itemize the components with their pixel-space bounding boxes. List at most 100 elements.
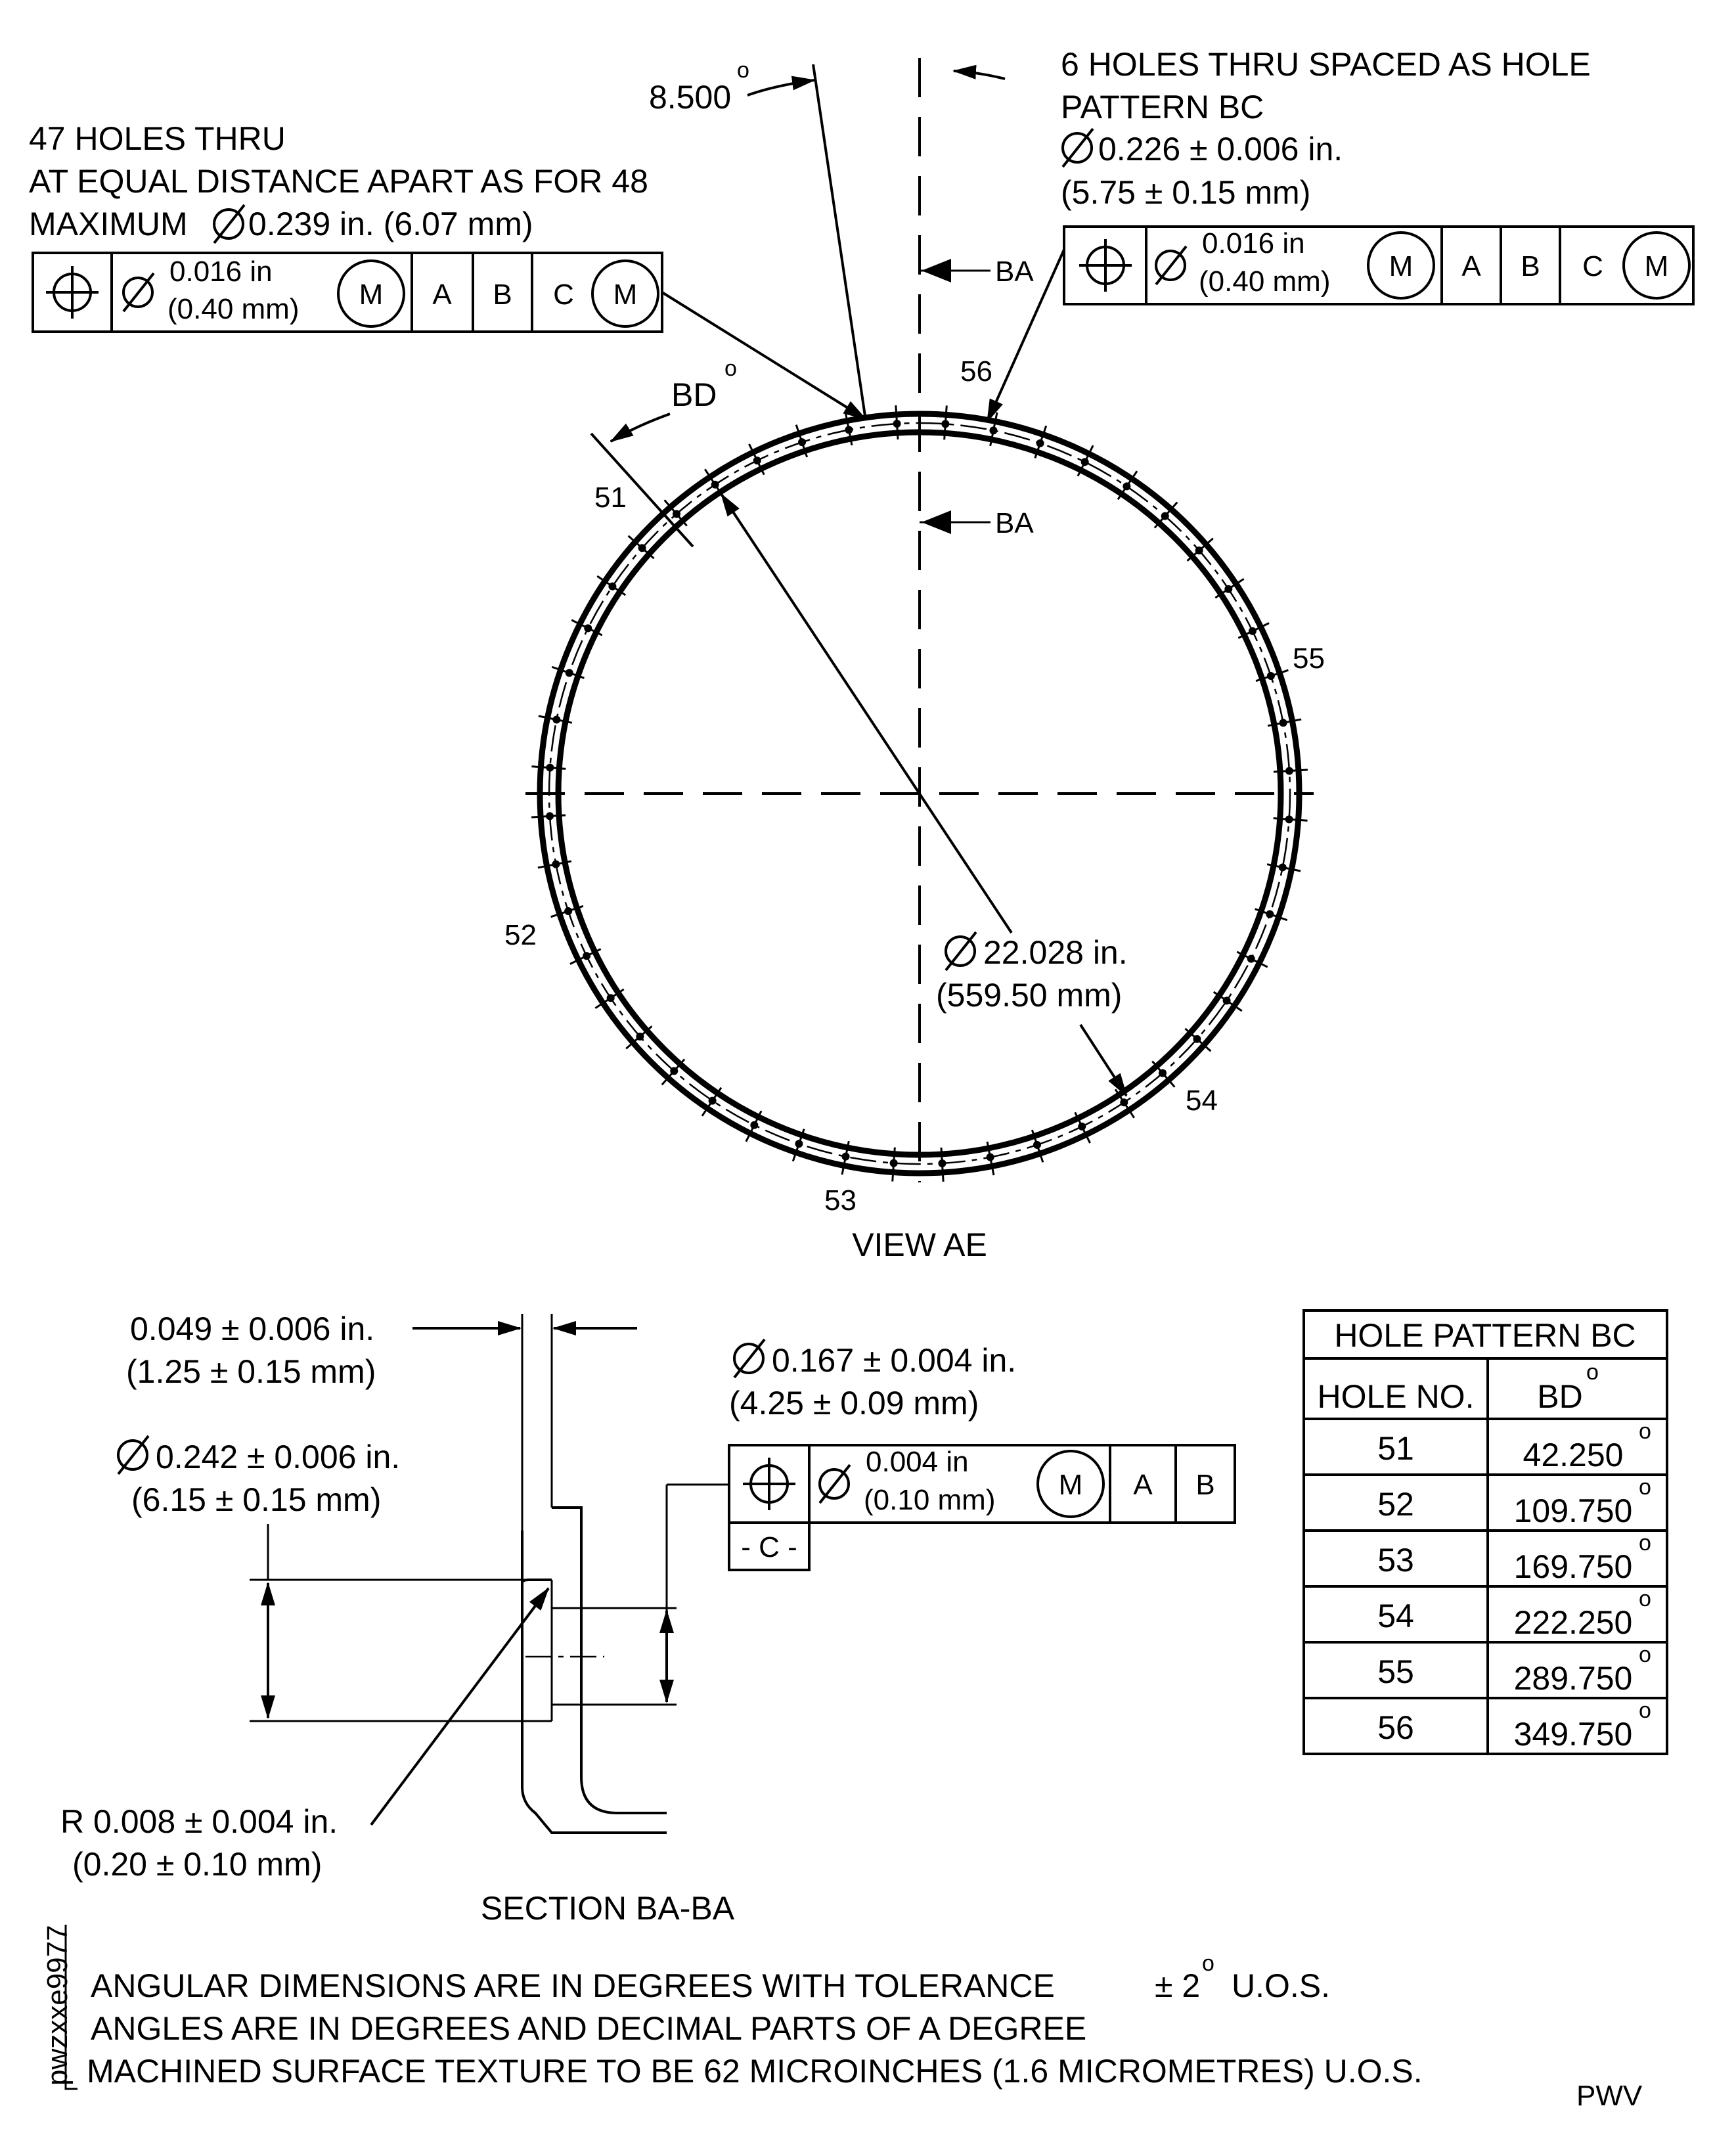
hole-dot bbox=[1285, 815, 1293, 824]
section-thickness-in: 0.049 ± 0.006 in. bbox=[130, 1310, 374, 1347]
table-cell-hole: 54 bbox=[1377, 1598, 1414, 1634]
bolt-circle bbox=[548, 422, 1291, 1165]
note-6-line3: 0.226 ± 0.006 in. bbox=[1098, 131, 1343, 168]
hole-dot bbox=[1036, 439, 1044, 447]
fcf-6-tol-mm: (0.40 mm) bbox=[1199, 265, 1330, 298]
diameter-icon bbox=[122, 272, 155, 313]
hole-dot bbox=[1248, 627, 1257, 635]
hole-dot bbox=[564, 907, 573, 915]
fcf-47-tol-in: 0.016 in bbox=[169, 256, 273, 288]
section-counterbore-in: 0.242 ± 0.006 in. bbox=[156, 1439, 400, 1475]
section-counterbore-mm: (6.15 ± 0.15 mm) bbox=[131, 1481, 381, 1518]
hole-dot bbox=[1078, 1122, 1086, 1131]
note-6-line1: 6 HOLES THRU SPACED AS HOLE bbox=[1061, 46, 1591, 83]
diameter-icon bbox=[213, 204, 246, 244]
angle-bd-degree: o bbox=[724, 356, 737, 381]
hole-dot bbox=[1222, 997, 1231, 1005]
note-47-holes: 47 HOLES THRU AT EQUAL DISTANCE APART AS… bbox=[29, 120, 648, 244]
hole-table-title: HOLE PATTERN BC bbox=[1334, 1317, 1636, 1354]
section-fcf-mod: M bbox=[1059, 1469, 1083, 1501]
hole-dot bbox=[1278, 863, 1287, 872]
hole-dot bbox=[1159, 1069, 1167, 1077]
mmc-circle bbox=[591, 259, 659, 328]
section-ba-ba: 0.049 ± 0.006 in. (1.25 ± 0.15 mm) 0.242… bbox=[60, 1310, 1236, 1927]
position-icon bbox=[743, 1458, 795, 1510]
hole-dot bbox=[795, 1140, 803, 1148]
fcf-47-mod2: M bbox=[613, 279, 638, 311]
angle-top-arrow bbox=[747, 76, 816, 97]
hole-dot bbox=[1123, 482, 1131, 491]
section-hole-mm: (4.25 ± 0.09 mm) bbox=[729, 1385, 979, 1422]
hole-dot bbox=[1279, 719, 1287, 727]
mmc-circle bbox=[1367, 231, 1435, 300]
note-6-holes: 6 HOLES THRU SPACED AS HOLE PATTERN BC 0… bbox=[1061, 46, 1591, 211]
hole-callout-52: 52 bbox=[504, 919, 537, 951]
table-cell-degree: o bbox=[1639, 1531, 1651, 1556]
hole-dot bbox=[1266, 672, 1275, 681]
mmc-circle bbox=[1036, 1450, 1105, 1518]
position-icon bbox=[1079, 239, 1132, 292]
mmc-circle bbox=[337, 259, 405, 328]
hole-table-col-hole: HOLE NO. bbox=[1318, 1378, 1475, 1415]
hole-dot bbox=[638, 544, 646, 552]
hole-dot bbox=[1266, 910, 1274, 918]
section-marker-top-label: BA bbox=[995, 256, 1034, 288]
section-datum-c-label: - C - bbox=[741, 1531, 797, 1563]
ring-inner-edge bbox=[555, 429, 1284, 1158]
diameter-icon bbox=[818, 1464, 851, 1504]
general-notes: ANGULAR DIMENSIONS ARE IN DEGREES WITH T… bbox=[87, 1951, 1423, 2090]
diameter-icon bbox=[733, 1338, 766, 1379]
hole-dot bbox=[711, 480, 719, 489]
bd-angle-arrow bbox=[610, 413, 671, 443]
fcf-47-mod1: M bbox=[359, 279, 384, 311]
hole-table-col-bd: BD bbox=[1537, 1378, 1582, 1415]
section-marker-bottom: BA bbox=[920, 507, 1034, 539]
table-cell-bd: 169.750 bbox=[1514, 1548, 1633, 1585]
view-title: VIEW AE bbox=[852, 1226, 987, 1263]
hole-dot bbox=[708, 1096, 717, 1105]
hole-dot bbox=[1247, 954, 1255, 963]
fcf-6-tol-in: 0.016 in bbox=[1202, 227, 1305, 259]
fcf-47-tol-mm: (0.40 mm) bbox=[167, 293, 299, 325]
table-cell-degree: o bbox=[1639, 1586, 1651, 1611]
angle-top-arrow-right bbox=[952, 64, 1006, 80]
hole-callout-56: 56 bbox=[960, 355, 992, 388]
table-cell-degree: o bbox=[1639, 1475, 1651, 1500]
hole-dot bbox=[672, 510, 680, 518]
hole-dot bbox=[584, 624, 592, 633]
hole-dot bbox=[546, 812, 554, 820]
notes-line2: ANGLES ARE IN DEGREES AND DECIMAL PARTS … bbox=[91, 2010, 1086, 2047]
section-fcf-tol-in: 0.004 in bbox=[866, 1446, 969, 1478]
hole-dot bbox=[841, 1152, 850, 1161]
fcf-6-datum-c: C bbox=[1582, 250, 1603, 282]
hole-dot bbox=[1224, 585, 1233, 593]
section-radius-in: R 0.008 ± 0.004 in. bbox=[60, 1803, 338, 1840]
leader-47-holes bbox=[661, 291, 867, 420]
fcf-6-datum-b: B bbox=[1521, 250, 1540, 282]
section-marker-bottom-label: BA bbox=[995, 507, 1034, 539]
hole-dot bbox=[798, 438, 807, 447]
hole-dot bbox=[1080, 458, 1089, 466]
fcf-6-mod1: M bbox=[1389, 250, 1413, 282]
diameter-leader-up bbox=[720, 493, 1013, 934]
position-icon bbox=[46, 266, 99, 319]
figure-id-bracket bbox=[64, 1925, 78, 2090]
datum-c-box bbox=[728, 1521, 811, 1571]
table-cell-hole: 51 bbox=[1377, 1430, 1414, 1467]
section-fcf-datum-a: A bbox=[1133, 1469, 1153, 1501]
section-marker-top: BA bbox=[920, 256, 1034, 288]
hole-dot bbox=[636, 1033, 644, 1041]
diameter-main-inch: 22.028 in. bbox=[983, 934, 1128, 971]
section-fcf-tol-mm: (0.10 mm) bbox=[864, 1484, 995, 1516]
hole-dot bbox=[546, 763, 554, 772]
notes-line1-a: ANGULAR DIMENSIONS ARE IN DEGREES WITH T… bbox=[91, 1967, 1055, 2004]
note-47-line3-prefix: MAXIMUM bbox=[29, 206, 188, 242]
hole-dot bbox=[1193, 1035, 1201, 1043]
table-cell-hole: 56 bbox=[1377, 1709, 1414, 1746]
section-thickness-mm: (1.25 ± 0.15 mm) bbox=[126, 1353, 376, 1390]
fcf-47-holes: 0.016 in (0.40 mm) M A B C M bbox=[32, 252, 663, 333]
hole-dot bbox=[583, 952, 591, 960]
hole-dot bbox=[1285, 767, 1293, 775]
